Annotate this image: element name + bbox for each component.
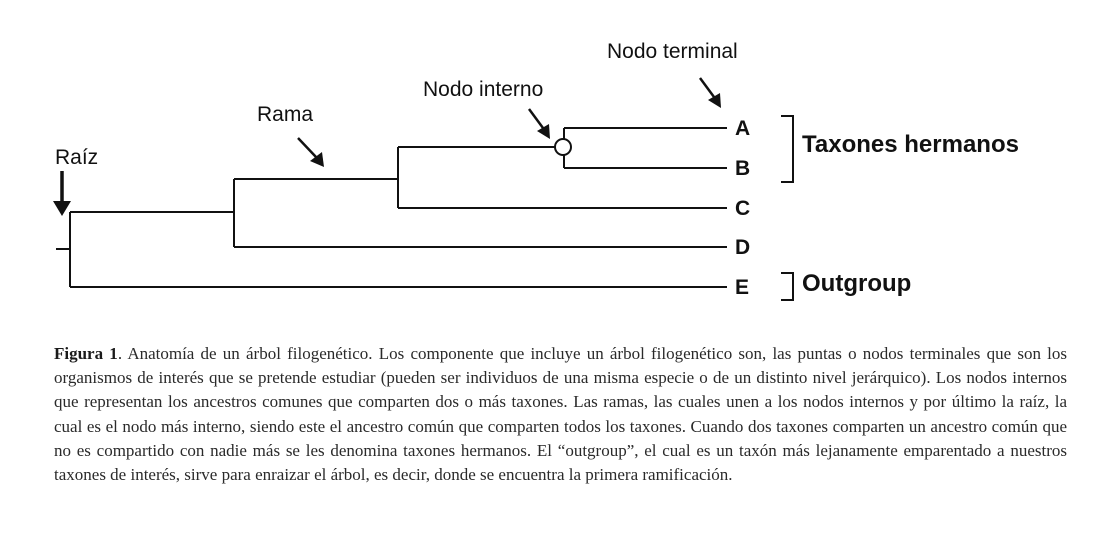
internal-node-arrow-head (537, 124, 550, 139)
annotation-arrows (53, 77, 721, 216)
root-label: Raíz (55, 146, 98, 169)
caption-text: . Anatomía de un árbol filogenético. Los… (54, 344, 1068, 485)
taxon-label: D (735, 236, 750, 259)
branch-label: Rama (257, 103, 313, 126)
tree-branches (56, 127, 727, 288)
brackets (781, 115, 794, 301)
figure-caption: Figura 1. Anatomía de un árbol filogenét… (54, 342, 1067, 487)
tree-diagram: Raíz Rama Nodo interno Nodo terminal A B… (53, 40, 1019, 301)
taxon-label: E (735, 276, 749, 299)
internal-node-label: Nodo interno (423, 78, 543, 101)
taxon-label: A (735, 117, 750, 140)
sister-bracket (781, 115, 794, 183)
terminal-node-arrow-head (708, 93, 721, 108)
outgroup-label: Outgroup (802, 270, 911, 297)
caption-label: Figura 1 (54, 344, 118, 363)
internal-node-arrow-shaft (527, 108, 545, 129)
sister-taxa-label: Taxones hermanos (802, 131, 1019, 158)
branch-arrow-shaft (297, 137, 317, 158)
taxon-label: C (735, 197, 750, 220)
taxa-labels: A B C D E (735, 117, 750, 299)
branch-arrow-head (310, 152, 324, 167)
terminal-node-label: Nodo terminal (607, 40, 738, 63)
outgroup-bracket (781, 272, 794, 301)
terminal-node-arrow-shaft (698, 77, 716, 98)
internal-node-circle (554, 138, 572, 156)
root-arrow-head (53, 201, 71, 216)
taxon-label: B (735, 157, 750, 180)
